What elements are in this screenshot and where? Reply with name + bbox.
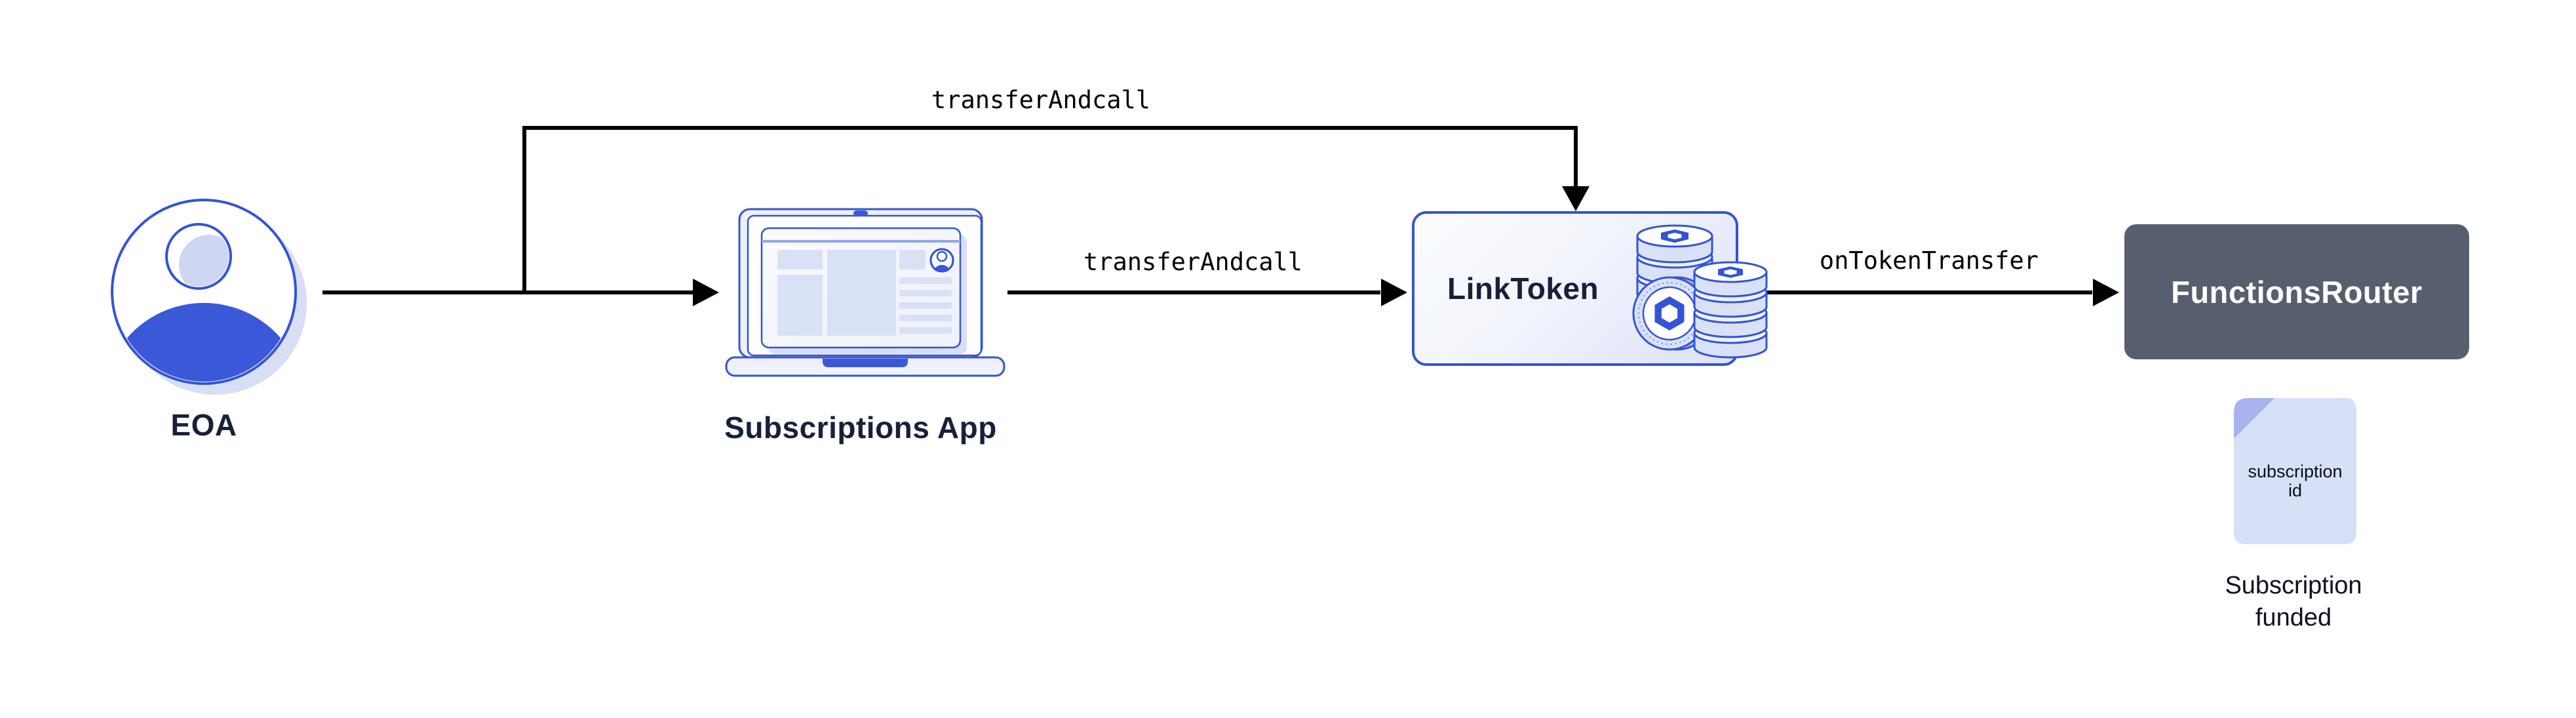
subscription-id-document-icon: [2234, 398, 2356, 544]
document-body: [2234, 398, 2356, 544]
edge-label-ontokentransfer: onTokenTransfer: [1819, 247, 2039, 275]
functions-router-box: FunctionsRouter: [2124, 224, 2469, 359]
laptop-base-notch: [823, 359, 908, 367]
arrowhead-into-linktoken-left: [1381, 279, 1407, 306]
subscriptions-app-laptop-icon: [725, 208, 1005, 377]
browser-user-avatar-icon: [929, 248, 954, 273]
avatar-head: [165, 223, 232, 290]
subscription-id-text: subscription id: [2248, 462, 2343, 500]
document-fold-corner: [2234, 398, 2274, 439]
arrowhead-into-router: [2093, 279, 2119, 306]
subscriptions-app-label: Subscriptions App: [724, 410, 997, 445]
functions-router-label: FunctionsRouter: [2171, 274, 2423, 309]
browser-content-blocks: [777, 250, 952, 336]
laptop-webcam: [853, 210, 868, 216]
arrowhead-into-app: [693, 279, 719, 306]
avatar-shoulders: [114, 303, 294, 382]
linktoken-label: LinkToken: [1447, 271, 1599, 306]
coin-stack-front: [1693, 261, 1768, 359]
arrowhead-into-linktoken-top: [1562, 186, 1590, 211]
edge-label-transferandcall-mid: transferAndcall: [1083, 248, 1303, 276]
eoa-label: EOA: [170, 408, 237, 442]
subscription-funded-label: Subscription funded: [2225, 572, 2362, 631]
eoa-avatar-icon: [111, 199, 307, 395]
edge-label-transferandcall-top: transferAndcall: [931, 86, 1151, 114]
avatar-ring: [111, 199, 297, 385]
link-coins-icon: [1632, 224, 1768, 359]
edge-eoa-to-linktoken: [522, 126, 1578, 294]
